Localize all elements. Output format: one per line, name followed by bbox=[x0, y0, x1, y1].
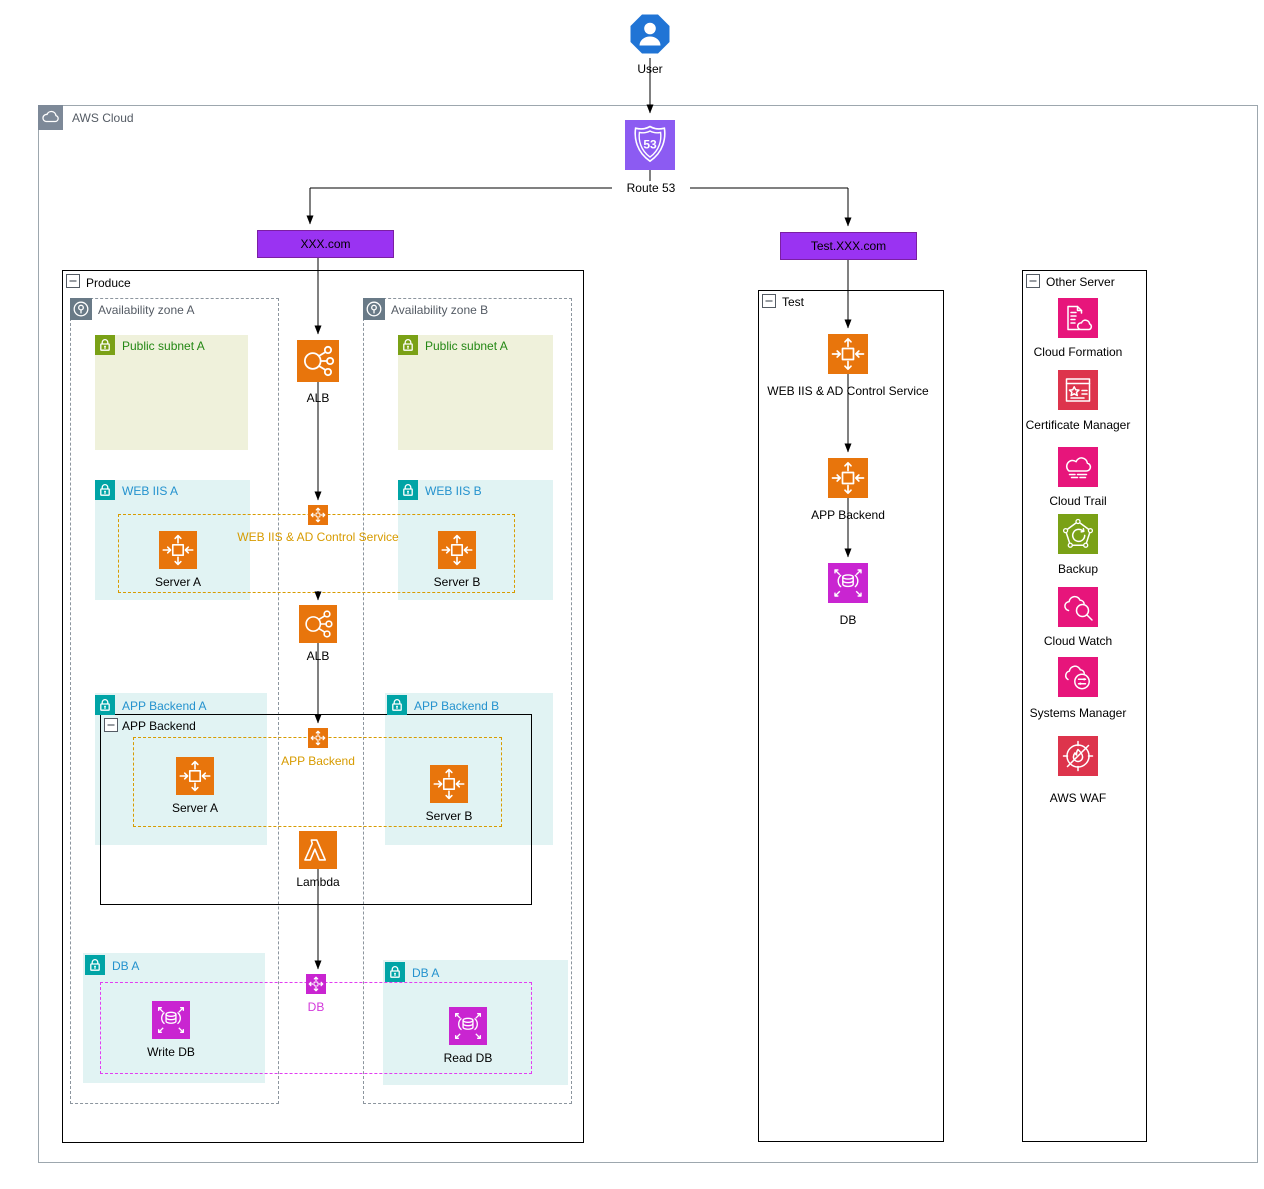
test-db-icon[interactable] bbox=[828, 563, 868, 603]
test-container[interactable] bbox=[758, 290, 944, 1142]
test-web-iis-icon[interactable] bbox=[828, 334, 868, 374]
availability-zone-a[interactable] bbox=[70, 298, 279, 1104]
web-iis-b-label: WEB IIS B bbox=[425, 484, 482, 498]
app-backend-b-subnet[interactable] bbox=[385, 693, 553, 845]
public-subnet-a-zone-a[interactable] bbox=[95, 335, 248, 450]
aws-cloud-label: AWS Cloud bbox=[72, 111, 134, 125]
certificate-manager-label: Certificate Manager bbox=[1025, 418, 1131, 432]
lock-icon bbox=[95, 695, 115, 715]
backup-label: Backup bbox=[1057, 562, 1099, 576]
server-b2-icon[interactable] bbox=[430, 765, 468, 803]
user-label: User bbox=[637, 62, 663, 76]
aws-cloud-icon bbox=[38, 105, 63, 130]
test-label: Test bbox=[782, 295, 805, 309]
systems-manager-label: Systems Manager bbox=[1029, 706, 1127, 720]
db-group-label: DB bbox=[307, 1000, 325, 1014]
db-scaling-icon[interactable] bbox=[306, 974, 326, 994]
route53-icon[interactable]: 53 bbox=[625, 120, 675, 170]
app-backend-container-label: APP Backend bbox=[122, 719, 196, 733]
lock-icon bbox=[387, 695, 407, 715]
endpoint-prod[interactable]: XXX.com bbox=[257, 230, 394, 258]
cloud-trail-label: Cloud Trail bbox=[1049, 494, 1107, 508]
user-icon[interactable] bbox=[628, 12, 672, 56]
public-subnet-a2-label: Public subnet A bbox=[425, 339, 508, 353]
other-server-label: Other Server bbox=[1046, 275, 1115, 289]
certificate-manager-icon[interactable] bbox=[1058, 370, 1098, 410]
cloud-formation-label: Cloud Formation bbox=[1033, 345, 1123, 359]
read-db-label: Read DB bbox=[443, 1051, 493, 1065]
cloud-watch-icon[interactable] bbox=[1058, 587, 1098, 627]
systems-manager-icon[interactable] bbox=[1058, 657, 1098, 697]
server-a2-label: Server A bbox=[171, 801, 219, 815]
server-a2-icon[interactable] bbox=[176, 757, 214, 795]
alb2-icon[interactable] bbox=[299, 605, 337, 643]
aws-waf-icon[interactable] bbox=[1058, 736, 1098, 776]
test-db-label: DB bbox=[839, 613, 857, 627]
lock-icon bbox=[95, 335, 115, 355]
write-db-icon[interactable] bbox=[152, 1001, 190, 1039]
db-a2-label: DB A bbox=[412, 966, 440, 980]
test-app-backend-label: APP Backend bbox=[811, 508, 885, 522]
cloud-trail-icon[interactable] bbox=[1058, 447, 1098, 487]
lock-icon bbox=[398, 480, 418, 500]
endpoint-prod-label: XXX.com bbox=[300, 237, 351, 251]
lock-icon bbox=[398, 335, 418, 355]
collapse-icon[interactable] bbox=[762, 294, 776, 308]
collapse-icon[interactable] bbox=[66, 274, 80, 288]
availability-zone-b-label: Availability zone B bbox=[391, 303, 489, 317]
endpoint-test-label: Test.XXX.com bbox=[810, 239, 887, 253]
server-b2-label: Server B bbox=[425, 809, 473, 823]
app-backend-b-label: APP Backend B bbox=[414, 699, 500, 713]
public-subnet-a-zone-b[interactable] bbox=[398, 335, 553, 450]
other-server-container[interactable] bbox=[1022, 270, 1147, 1142]
server-b1-label: Server B bbox=[433, 575, 481, 589]
write-db-label: Write DB bbox=[147, 1045, 195, 1059]
cloud-watch-label: Cloud Watch bbox=[1043, 634, 1113, 648]
app-backend-a-label: APP Backend A bbox=[122, 699, 207, 713]
test-app-backend-icon[interactable] bbox=[828, 458, 868, 498]
endpoint-test[interactable]: Test.XXX.com bbox=[780, 232, 917, 260]
lock-icon bbox=[95, 480, 115, 500]
server-a1-label: Server A bbox=[154, 575, 202, 589]
app-backend-scaling-icon[interactable] bbox=[308, 728, 328, 748]
availability-zone-a-label: Availability zone A bbox=[98, 303, 195, 317]
lock-icon bbox=[85, 955, 105, 975]
app-backend-group-label: APP Backend bbox=[281, 754, 355, 768]
svg-text:53: 53 bbox=[643, 138, 657, 152]
public-subnet-a1-label: Public subnet A bbox=[122, 339, 205, 353]
aws-waf-label: AWS WAF bbox=[1049, 791, 1107, 805]
lambda-icon[interactable] bbox=[299, 831, 337, 869]
availability-zone-icon bbox=[363, 298, 385, 320]
produce-container[interactable] bbox=[62, 270, 584, 1143]
web-iis-group-label: WEB IIS & AD Control Service bbox=[237, 530, 399, 544]
route53-line-label: Route 53 bbox=[612, 181, 690, 195]
cloud-formation-icon[interactable] bbox=[1058, 298, 1098, 338]
availability-zone-icon bbox=[70, 298, 92, 320]
produce-label: Produce bbox=[86, 276, 131, 290]
lock-icon bbox=[385, 962, 405, 982]
web-iis-a-label: WEB IIS A bbox=[122, 484, 179, 498]
alb2-label: ALB bbox=[306, 649, 330, 663]
availability-zone-b[interactable] bbox=[363, 298, 572, 1104]
web-iis-scaling-icon[interactable] bbox=[308, 505, 328, 525]
collapse-icon[interactable] bbox=[104, 718, 118, 732]
db-a1-label: DB A bbox=[112, 959, 140, 973]
backup-icon[interactable] bbox=[1058, 514, 1098, 554]
alb1-icon[interactable] bbox=[297, 340, 339, 382]
collapse-icon[interactable] bbox=[1026, 274, 1040, 288]
test-web-iis-label: WEB IIS & AD Control Service bbox=[767, 384, 929, 398]
read-db-icon[interactable] bbox=[449, 1007, 487, 1045]
alb1-label: ALB bbox=[306, 391, 330, 405]
lambda-label: Lambda bbox=[296, 875, 340, 889]
